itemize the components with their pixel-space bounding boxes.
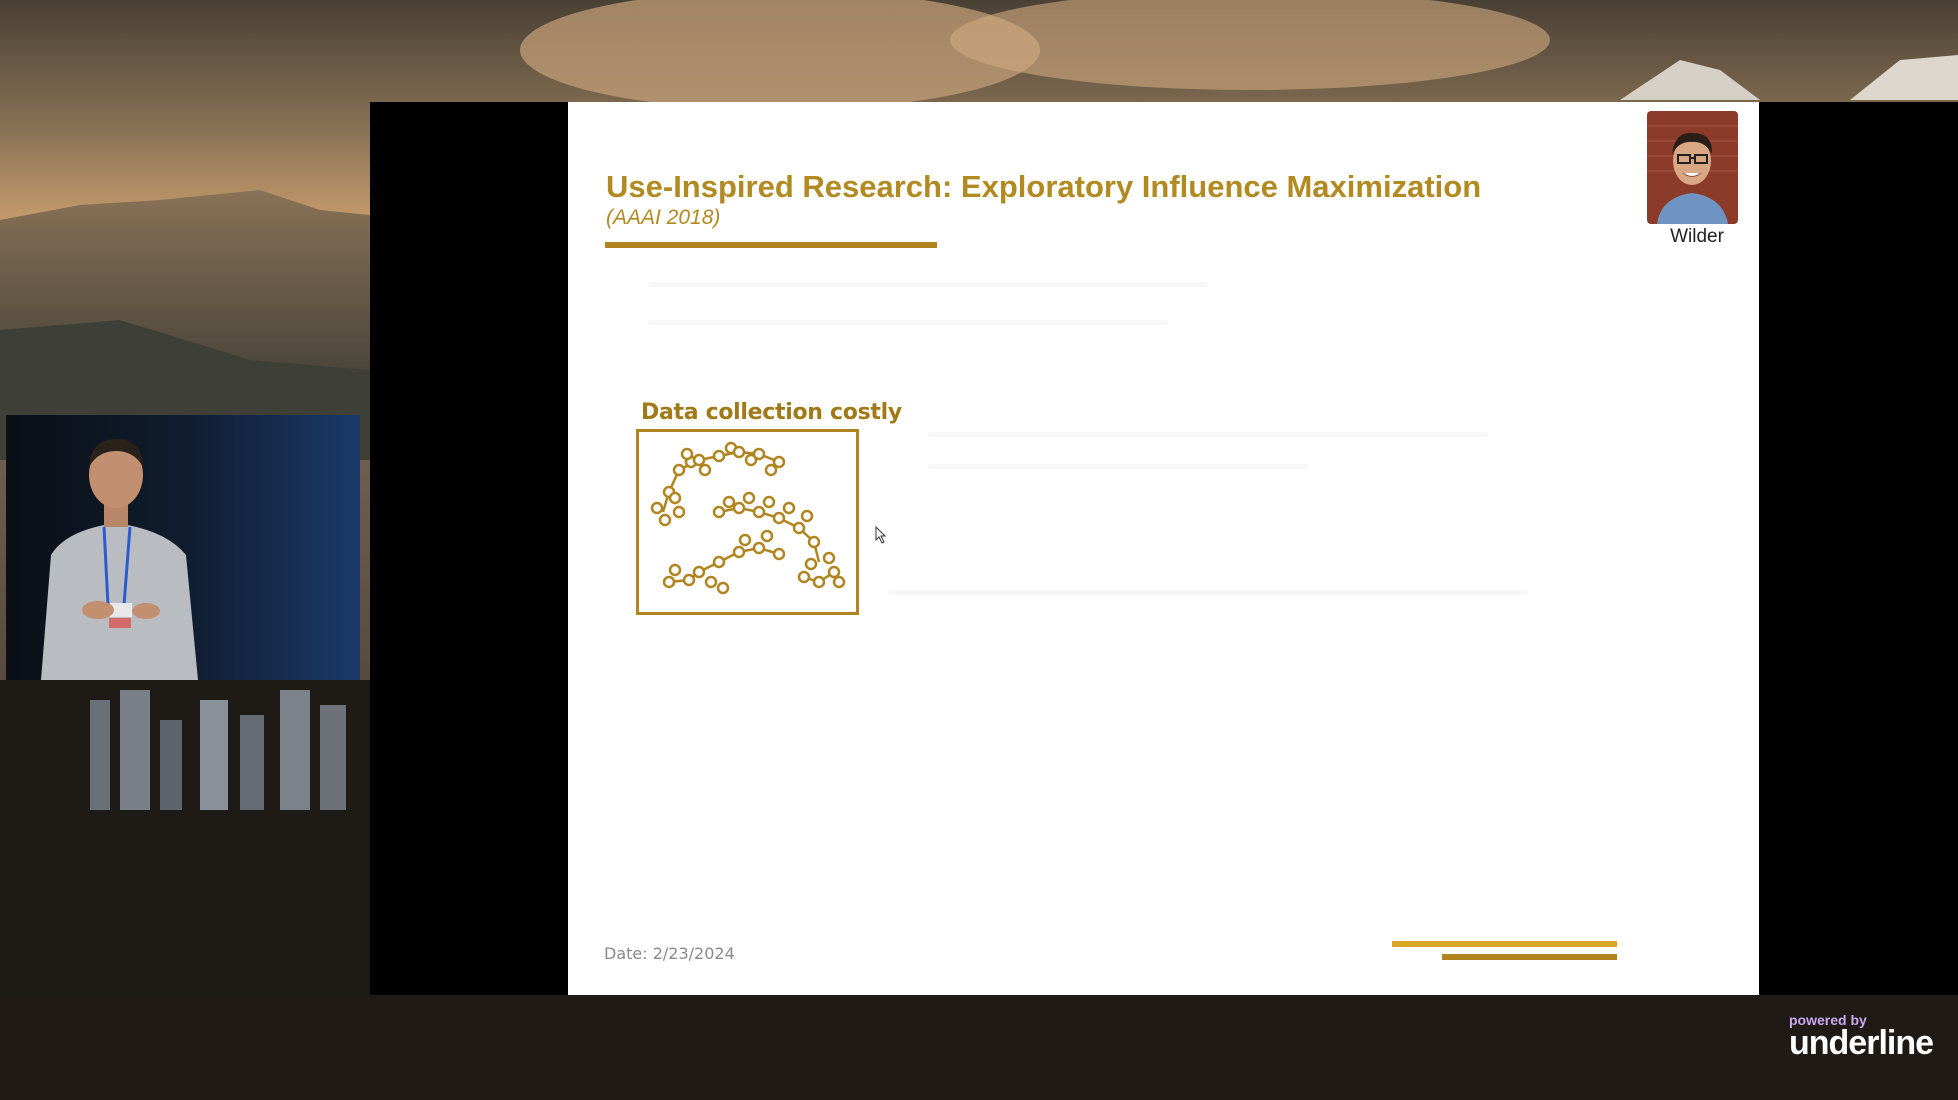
- faint-text-line: [648, 320, 1168, 325]
- mouse-pointer-icon: [875, 525, 887, 549]
- presentation-slide: Use-Inspired Research: Exploratory Influ…: [568, 102, 1759, 995]
- slide-title: Use-Inspired Research: Exploratory Influ…: [606, 169, 1482, 204]
- powered-by-label: powered by: [1789, 1012, 1867, 1028]
- decorative-bar: [1442, 954, 1617, 960]
- network-diagram: [636, 429, 859, 615]
- faint-text-line: [928, 432, 1488, 437]
- speaker-photo: [1647, 111, 1738, 224]
- slide-date: Date: 2/23/2024: [604, 944, 735, 963]
- faint-text-line: [928, 464, 1308, 469]
- faint-text-line: [888, 590, 1528, 595]
- decorative-bar: [1392, 941, 1617, 947]
- figure-label: Data collection costly: [641, 400, 902, 425]
- presenter-video: [6, 415, 360, 680]
- slide-subtitle: (AAAI 2018): [606, 206, 721, 229]
- faint-text-line: [648, 282, 1208, 287]
- title-underline: [605, 242, 937, 248]
- brand-name: underline: [1789, 1024, 1934, 1062]
- speaker-name: Wilder: [1670, 226, 1724, 247]
- brand-logo: powered by underline: [1789, 1012, 1949, 1062]
